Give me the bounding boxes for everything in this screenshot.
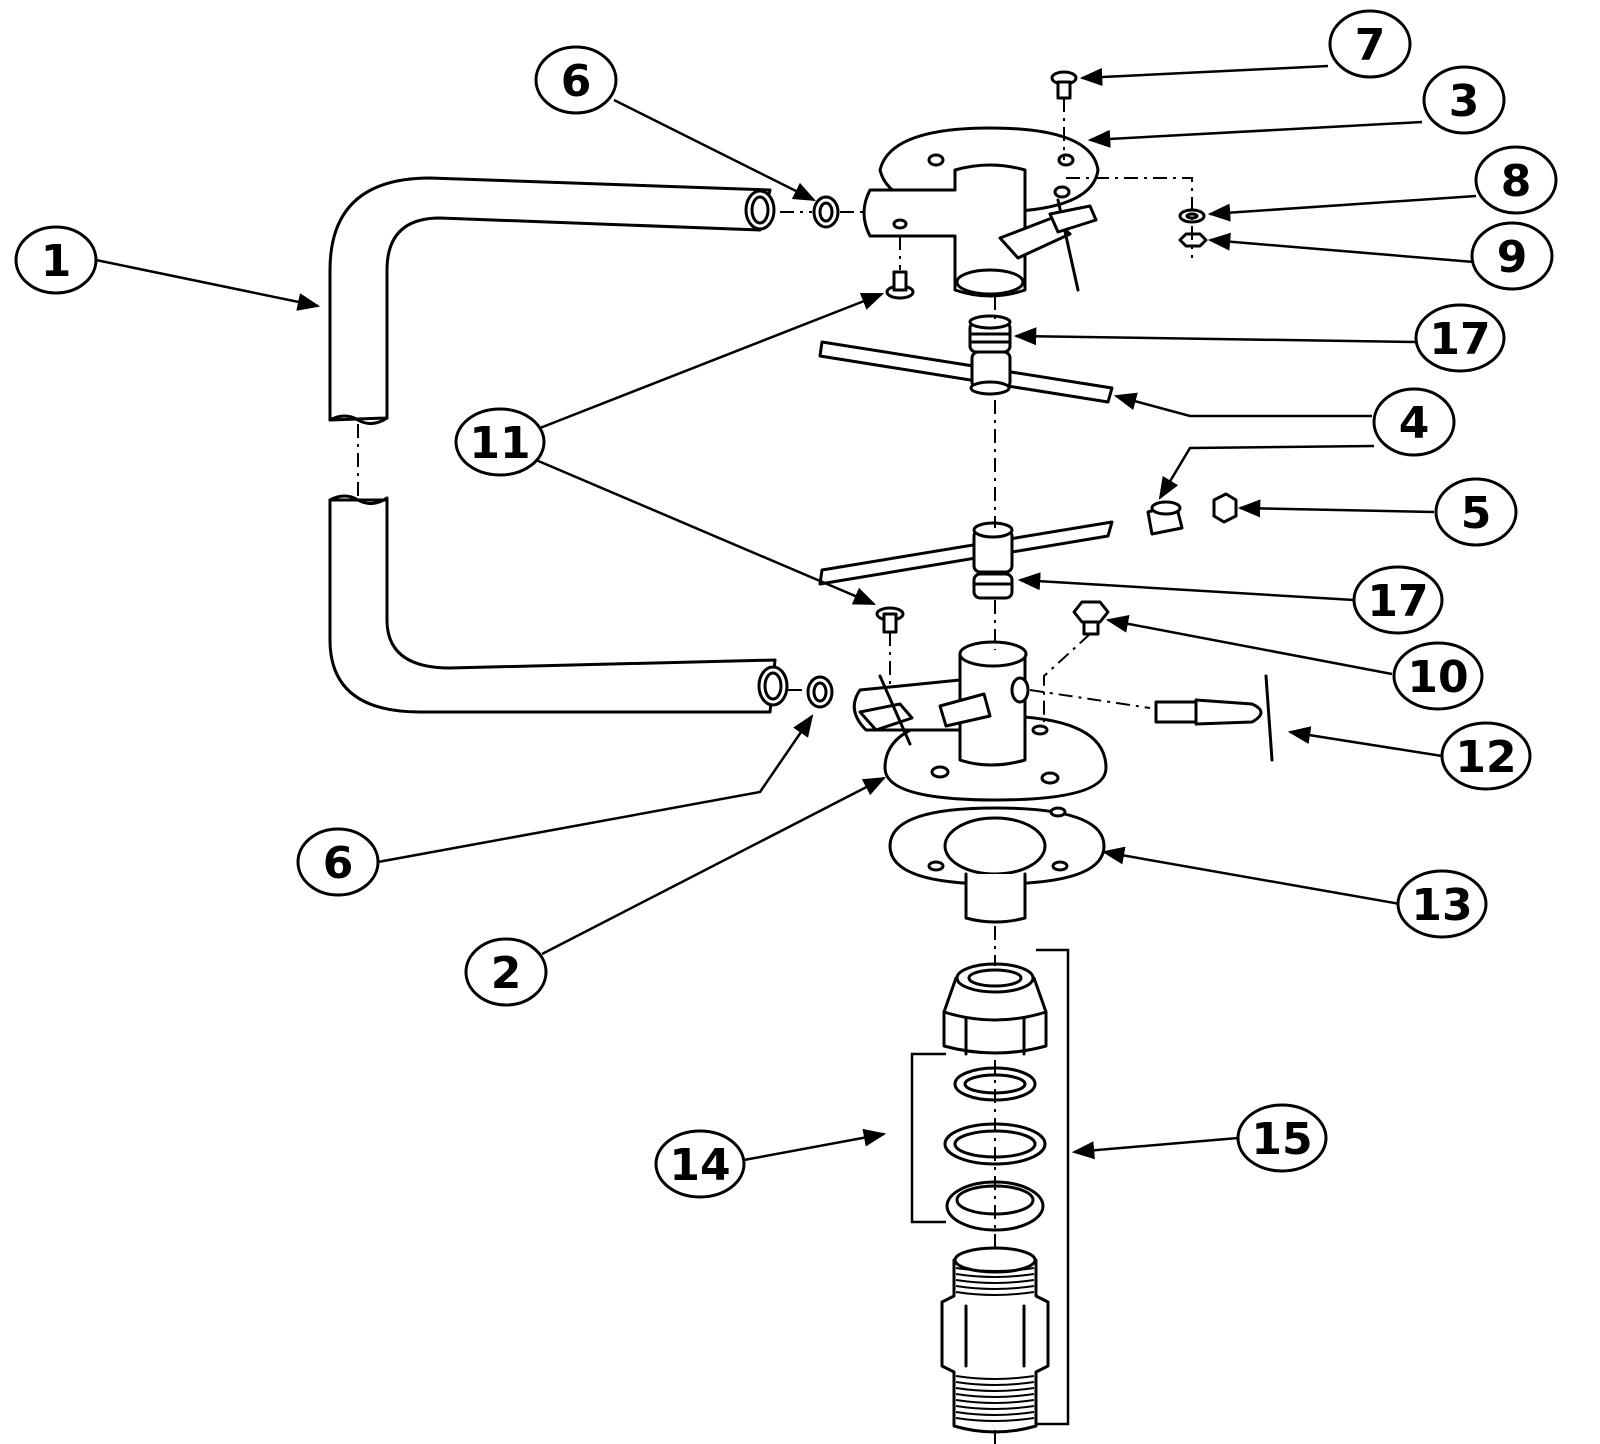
svg-text:13: 13	[1411, 880, 1472, 931]
part-ring-middle	[943, 1122, 1047, 1166]
part-ring-split	[953, 1066, 1037, 1102]
svg-text:11: 11	[469, 418, 530, 469]
part-valve-12	[1154, 674, 1274, 762]
svg-text:8: 8	[1501, 156, 1532, 207]
group-brackets	[910, 948, 1070, 1426]
leader-3	[1087, 120, 1423, 148]
part-bolt-10	[1072, 600, 1110, 636]
leader-5	[1237, 499, 1435, 518]
callout-15: 15	[1236, 1103, 1328, 1173]
leader-lines	[95, 64, 1477, 1162]
svg-text:1: 1	[41, 236, 72, 287]
callout-10: 10	[1392, 641, 1484, 711]
svg-text:17: 17	[1429, 314, 1490, 365]
part-upper-head	[862, 126, 1100, 298]
thread-texture	[955, 1267, 1035, 1422]
callout-5: 5	[1434, 477, 1518, 547]
leader-8	[1207, 194, 1477, 222]
callout-17-bottom: 17	[1352, 565, 1444, 635]
callout-11: 11	[454, 407, 546, 477]
callout-12: 12	[1440, 721, 1532, 791]
callout-4: 4	[1372, 387, 1456, 457]
svg-text:14: 14	[669, 1140, 730, 1191]
part-screw-11-top	[885, 270, 915, 300]
svg-text:7: 7	[1355, 20, 1386, 71]
leader-12	[1287, 726, 1443, 758]
svg-text:5: 5	[1461, 488, 1492, 539]
callout-3: 3	[1422, 65, 1506, 135]
leader-17b	[1017, 572, 1355, 602]
callout-17-top: 17	[1414, 303, 1506, 373]
svg-text:15: 15	[1251, 1114, 1312, 1165]
svg-text:2: 2	[491, 948, 522, 999]
svg-text:6: 6	[323, 838, 354, 889]
part-lower-body	[852, 640, 1108, 802]
callout-2: 2	[464, 937, 548, 1007]
part-pipe-loop	[328, 176, 789, 714]
bracket-15	[1036, 948, 1070, 1426]
leader-4a	[1113, 392, 1372, 418]
svg-text:4: 4	[1399, 398, 1430, 449]
part-o-ring-top	[812, 195, 840, 229]
leader-6a	[613, 98, 817, 202]
svg-text:12: 12	[1455, 732, 1516, 783]
part-threaded-body	[940, 1246, 1050, 1434]
svg-text:10: 10	[1407, 652, 1468, 703]
callout-6-bottom: 6	[296, 827, 380, 897]
part-screw-11-bottom	[875, 606, 905, 634]
callout-9: 9	[1470, 221, 1554, 291]
leader-11b	[535, 458, 877, 606]
svg-text:3: 3	[1449, 76, 1480, 127]
part-bushing-17-bottom	[972, 572, 1014, 600]
leader-15	[1071, 1136, 1239, 1160]
leader-1	[95, 258, 321, 311]
part-o-ring-bottom	[806, 675, 834, 709]
leader-2	[541, 776, 887, 956]
part-screw-7	[1050, 70, 1078, 100]
part-bushing-17-top	[968, 314, 1012, 354]
part-nozzle-cap	[1146, 500, 1184, 536]
leader-9	[1207, 232, 1475, 264]
leader-13	[1101, 846, 1401, 906]
callout-13: 13	[1396, 869, 1488, 939]
callout-14: 14	[654, 1129, 746, 1199]
callout-6-top: 6	[534, 45, 618, 115]
part-lower-flange	[888, 806, 1106, 924]
leader-14	[743, 1128, 887, 1162]
part-coupling-nut	[942, 962, 1048, 1056]
callout-7: 7	[1328, 9, 1412, 79]
callout-8: 8	[1474, 145, 1558, 215]
part-fitting-5	[1212, 492, 1238, 524]
leader-10	[1105, 614, 1393, 676]
leader-11a	[539, 292, 885, 430]
center-lines	[357, 98, 1193, 1444]
leader-7	[1079, 64, 1329, 87]
callout-labels: 1 2 3 4 5 6 6 7	[14, 9, 1558, 1199]
bracket-14	[910, 1052, 946, 1224]
svg-text:17: 17	[1367, 576, 1428, 627]
callout-1: 1	[14, 225, 98, 295]
svg-text:9: 9	[1497, 232, 1528, 283]
part-spray-arm-bottom	[818, 520, 1114, 586]
part-spray-arm-top	[818, 340, 1114, 404]
leader-17a	[1013, 327, 1417, 346]
svg-text:6: 6	[561, 56, 592, 107]
leader-4b	[1158, 444, 1375, 500]
part-washer-8	[1178, 208, 1206, 224]
leader-6b	[377, 714, 814, 864]
